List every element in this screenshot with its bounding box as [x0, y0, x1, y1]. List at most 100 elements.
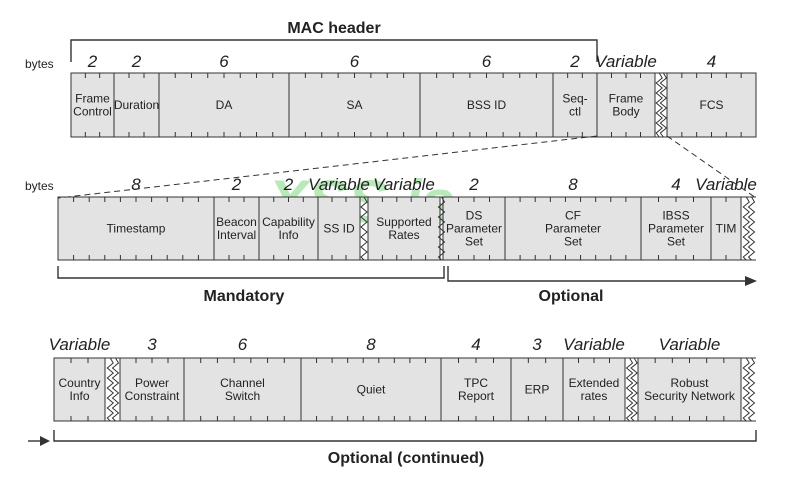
row1-field-3-label-line: SA [346, 98, 362, 112]
row3-field-4-size: 4 [471, 335, 480, 354]
row2-field-1-label-line: Interval [217, 228, 256, 242]
row3-field-0-label-line: Country [58, 376, 100, 390]
row2-field-0-size: 8 [131, 175, 141, 194]
row3-field-2-size: 6 [238, 335, 248, 354]
row1-field-2-size: 6 [219, 52, 229, 71]
row3-field-6-label-line: rates [581, 389, 608, 403]
row3-field-6-label-line: Extended [569, 376, 620, 390]
row2-field-6-label-line: CF [565, 209, 581, 223]
row2-field-6-size: 8 [568, 175, 578, 194]
row1-field-6-label-line: Frame [609, 92, 644, 106]
row3-field-1-label-line: Constraint [125, 389, 180, 403]
row3-field-3-label-line: Quiet [357, 383, 386, 397]
row3-field-2-label-line: Channel [220, 376, 265, 390]
mac-header-title: MAC header [287, 20, 380, 37]
mac-header-bracket: MAC header [70, 20, 598, 62]
row2-field-5-label-line: Set [465, 235, 484, 249]
row1-field-1-label-line: Duration [114, 98, 159, 112]
row2-field-2-label-line: Capability [262, 215, 315, 229]
row1-field-0-label-line: Frame [75, 92, 110, 106]
row1-field-7-size: 4 [707, 52, 716, 71]
expansion-line-left [57, 135, 598, 199]
frame-body-mandatory-optional-row: 8Timestamp2BeaconInterval2CapabilityInfo… [57, 175, 757, 261]
continuation-break [655, 72, 668, 138]
row1-field-3: 6SA [288, 52, 421, 138]
mandatory-label: Mandatory [204, 288, 285, 305]
row2-field-6-label-line: Set [564, 235, 583, 249]
row3-field-6-size: Variable [563, 335, 625, 354]
row3-field-0-label-line: Info [69, 389, 89, 403]
row3-field-4-label-line: TPC [464, 376, 488, 390]
continuation-break [741, 357, 756, 422]
row3-field-2-label-line: Switch [225, 389, 260, 403]
row1-field-3-size: 6 [350, 52, 360, 71]
row2-field-5-label-line: DS [466, 209, 483, 223]
row1-field-5-label-line: ctl [569, 105, 581, 119]
row2-field-2-size: 2 [283, 175, 294, 194]
row2-field-7-label-line: Parameter [648, 222, 704, 236]
row2-field-5-label-line: Parameter [446, 222, 502, 236]
row1-field-1-size: 2 [131, 52, 142, 71]
row1-field-2: 6DA [158, 52, 290, 138]
row2-field-2-label-line: Info [278, 228, 298, 242]
row2-field-8-label-line: TIM [716, 222, 737, 236]
row1-field-5-size: 2 [569, 52, 580, 71]
row1-field-5-label-line: Seq- [562, 92, 587, 106]
optional-label: Optional [539, 288, 604, 305]
row3-field-3-size: 8 [366, 335, 376, 354]
mandatory-bracket: Mandatory [57, 266, 445, 305]
row2-field-1-label-line: Beacon [216, 215, 257, 229]
row1-field-2-label-line: DA [216, 98, 233, 112]
row2-field-4-size: Variable [373, 175, 435, 194]
row2-field-4-label-line: Rates [388, 228, 419, 242]
optional-continued-bracket: Optional (continued) [28, 430, 757, 467]
row3-field-1-size: 3 [147, 335, 157, 354]
continuation-break [625, 357, 638, 422]
row2-field-3-size: Variable [308, 175, 370, 194]
row2-field-5-size: 2 [468, 175, 479, 194]
row1-field-7-label-line: FCS [700, 98, 724, 112]
row3-field-7-label-line: Robust [670, 376, 709, 390]
row1-field-0-label-line: Control [73, 105, 112, 119]
row3-field-7-size: Variable [659, 335, 721, 354]
continuation-break [741, 196, 756, 261]
row2-field-7-label-line: Set [667, 235, 686, 249]
row1-field-4-label-line: BSS ID [467, 98, 507, 112]
row1-field-6-label-line: Body [612, 105, 639, 119]
bytes-label-row2: bytes [25, 179, 54, 193]
row2-field-4-label-line: Supported [376, 215, 431, 229]
bytes-label-row1: bytes [25, 57, 54, 71]
row3-field-7-label-line: Security Network [644, 389, 736, 403]
row2-field-6-label-line: Parameter [545, 222, 601, 236]
optional-continued-label: Optional (continued) [328, 450, 484, 467]
optional-bracket: Optional [447, 266, 757, 305]
frame-body-optional-continued-row: VariableCountryInfo3PowerConstraint6Chan… [49, 335, 756, 422]
continuation-break [105, 357, 120, 422]
row3-field-1-label-line: Power [135, 376, 169, 390]
row1-field-4-size: 6 [482, 52, 492, 71]
row3-field-5-label-line: ERP [525, 383, 550, 397]
row2-field-7-label-line: IBSS [662, 209, 689, 223]
row3-field-5-size: 3 [532, 335, 542, 354]
